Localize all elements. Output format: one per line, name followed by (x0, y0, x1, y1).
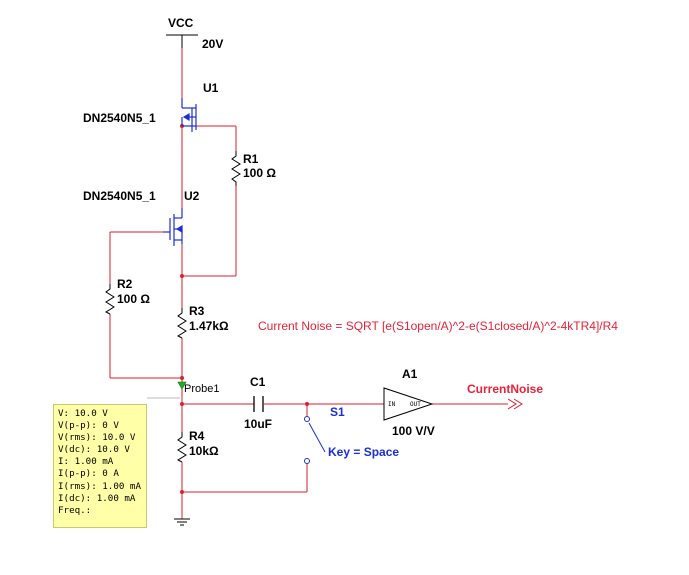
r4-resistor[interactable] (176, 432, 187, 463)
a1-ref: A1 (402, 367, 418, 381)
junctions (180, 124, 309, 494)
u2-mosfet[interactable] (163, 208, 183, 246)
s1-switch[interactable] (304, 416, 326, 464)
output-net-label: CurrentNoise (467, 382, 543, 396)
probe-marker[interactable] (147, 381, 187, 399)
r3-ref: R3 (189, 304, 205, 318)
u1-ref: U1 (203, 81, 219, 95)
r4-value: 10kΩ (189, 444, 219, 458)
probe-reading-irms: I(rms): 1.00 mA (58, 480, 141, 492)
r3-resistor[interactable] (176, 308, 187, 339)
probe-reading-v: V: 10.0 V (58, 408, 108, 419)
probe-reading-vdc: V(dc): 10.0 V (58, 444, 130, 456)
r1-resistor[interactable] (231, 151, 241, 186)
r2-ref: R2 (117, 277, 133, 291)
vcc-value: 20V (202, 37, 223, 51)
c1-ref: C1 (250, 375, 266, 389)
r1-value: 100 Ω (243, 166, 276, 180)
r4-ref: R4 (189, 429, 205, 443)
u2-model: DN2540N5_1 (83, 189, 156, 203)
vcc-label: VCC (168, 16, 194, 30)
vcc-symbol[interactable] (166, 34, 198, 48)
probe-reading-idc: I(dc): 1.00 mA (58, 492, 136, 504)
u1-model: DN2540N5_1 (83, 111, 156, 125)
probe-reading-vpp: V(p-p): 0 V (58, 420, 119, 432)
a1-in-pin: IN (388, 401, 396, 408)
c1-value: 10uF (244, 417, 272, 431)
output-connector[interactable] (507, 398, 523, 410)
a1-amplifier[interactable] (383, 387, 434, 421)
s1-ref: S1 (330, 405, 345, 419)
probe-reading-freq: Freq.: (58, 504, 92, 516)
ground-symbol[interactable] (174, 518, 190, 526)
r1-ref: R1 (243, 152, 259, 166)
probe-name: Probe1 (184, 383, 219, 395)
formula-annotation: Current Noise = SQRT [e(S1open/A)^2-e(S1… (258, 319, 618, 333)
a1-gain: 100 V/V (392, 424, 435, 438)
probe-reading-vrms: V(rms): 10.0 V (58, 432, 136, 444)
probe-reading-i: I: 1.00 mA (58, 456, 114, 468)
probe-reading-ipp: I(p-p): 0 A (58, 468, 119, 480)
a1-out-pin: OUT (410, 401, 421, 408)
s1-key: Key = Space (328, 445, 399, 459)
r3-value: 1.47kΩ (189, 319, 229, 333)
r2-resistor[interactable] (104, 284, 115, 315)
probe-readout: V: 10.0 V V(p-p): 0 V V(rms): 10.0 V V(d… (53, 404, 147, 528)
wires (109, 36, 508, 519)
u1-mosfet[interactable] (181, 98, 197, 132)
u2-ref: U2 (184, 189, 200, 203)
c1-capacitor[interactable] (253, 396, 264, 412)
r2-value: 100 Ω (117, 292, 150, 306)
